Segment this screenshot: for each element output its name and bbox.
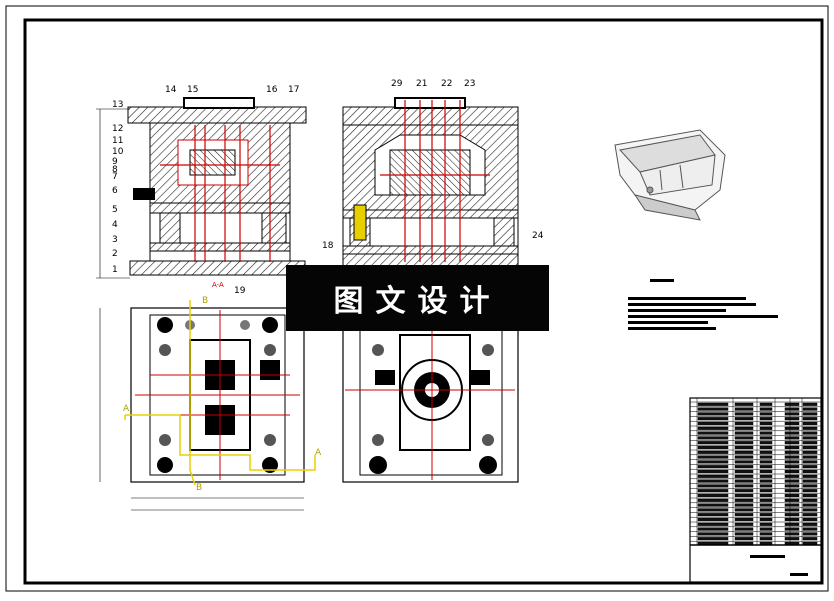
left-section-view <box>96 97 307 279</box>
part-label-23: 23 <box>464 79 476 89</box>
part-label-11: 11 <box>112 136 124 146</box>
part-label-8: 8 <box>112 165 118 175</box>
part-label-29: 29 <box>391 79 403 89</box>
technical-notes <box>628 279 778 330</box>
section-mark: B <box>196 483 203 493</box>
part-label-7: 7 <box>112 172 118 182</box>
section-view-label: A-A <box>212 281 224 289</box>
title-block <box>689 397 822 583</box>
right-plan-view <box>342 307 519 483</box>
watermark-banner: 图文设计 <box>286 265 549 331</box>
part-label-14: 14 <box>165 85 177 95</box>
left-plan-view <box>99 300 316 511</box>
part-label-17: 17 <box>288 85 300 95</box>
right-section-view <box>342 97 519 267</box>
part-label-22: 22 <box>441 79 453 89</box>
isometric-part-view <box>614 129 726 221</box>
part-label-10: 10 <box>112 147 124 157</box>
part-label-4: 4 <box>112 220 118 230</box>
part-label-21: 21 <box>416 79 428 89</box>
part-label-18: 18 <box>322 241 334 251</box>
section-mark: A <box>315 448 322 458</box>
section-mark: B <box>202 296 209 306</box>
part-label-12: 12 <box>112 124 124 134</box>
part-label-15: 15 <box>187 85 199 95</box>
section-mark: A <box>123 404 130 414</box>
part-label-2: 2 <box>112 249 118 259</box>
part-label-6: 6 <box>112 186 118 196</box>
part-label-19: 19 <box>234 286 246 296</box>
part-label-9: 9 <box>112 157 118 167</box>
part-label-3: 3 <box>112 235 118 245</box>
part-label-13: 13 <box>112 100 124 110</box>
part-label-16: 16 <box>266 85 278 95</box>
part-label-1: 1 <box>112 265 118 275</box>
part-label-5: 5 <box>112 205 118 215</box>
part-label-24: 24 <box>532 231 544 241</box>
sheet-border <box>5 5 829 592</box>
